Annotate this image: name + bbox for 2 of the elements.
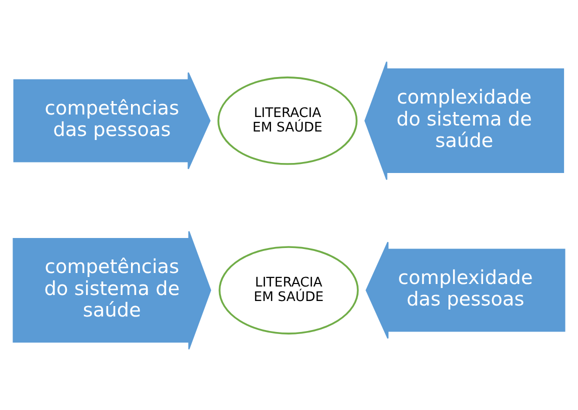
- node-ellipse: LITERACIA EM SAÚDE: [217, 76, 358, 164]
- node-ellipse: LITERACIA EM SAÚDE: [218, 246, 359, 334]
